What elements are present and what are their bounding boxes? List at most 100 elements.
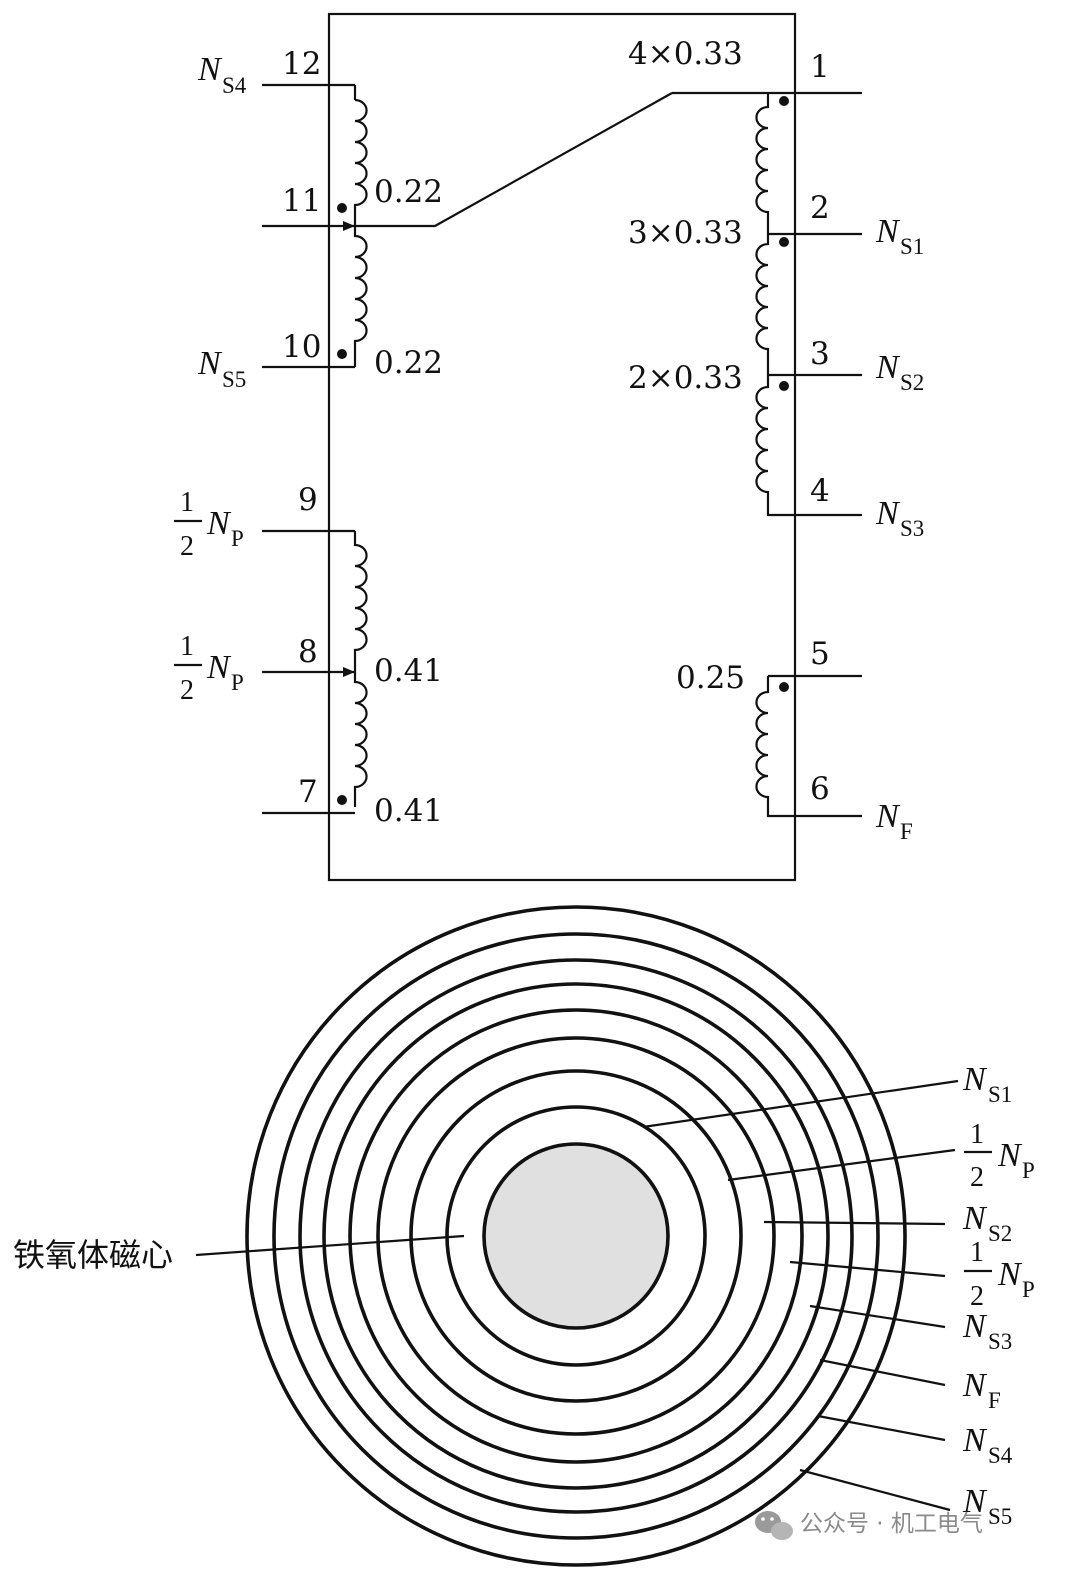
pin-11: 11: [282, 183, 321, 219]
layer-label-ns3: N S3: [962, 1308, 1012, 1354]
polarity-dot: [779, 96, 789, 106]
svg-text:N: N: [962, 1483, 988, 1520]
polarity-dot: [779, 682, 789, 692]
svg-text:N: N: [997, 1256, 1023, 1293]
svg-text:F: F: [900, 819, 913, 844]
winding-ring: [445, 1105, 707, 1367]
svg-text:N: N: [962, 1200, 988, 1237]
left-lower-winding: [262, 529, 368, 815]
svg-text:P: P: [1022, 1277, 1035, 1302]
watermark: 公众号 · 机工电气: [755, 1511, 983, 1540]
svg-text:N: N: [206, 649, 232, 686]
label-ns5: N S5: [197, 345, 246, 392]
layer-label-ns1: N S1: [962, 1061, 1012, 1107]
label-nf: N F: [875, 798, 913, 844]
label-ns4: N S4: [197, 51, 247, 98]
svg-text:S4: S4: [988, 1443, 1013, 1468]
wire-spec: 4×0.33: [628, 36, 743, 72]
watermark-text: 公众号 · 机工电气: [800, 1511, 983, 1537]
ferrite-core-label: 铁氧体磁心: [13, 1236, 173, 1274]
svg-text:S1: S1: [900, 234, 924, 259]
winding-ring: [322, 982, 830, 1490]
svg-text:S5: S5: [988, 1504, 1012, 1529]
pin-9: 9: [298, 482, 318, 518]
winding-ring: [298, 958, 854, 1514]
svg-text:N: N: [962, 1422, 988, 1459]
ferrite-core: [482, 1142, 670, 1330]
layer-label-ns4: N S4: [962, 1422, 1013, 1468]
label-ns1: N S1: [875, 213, 924, 259]
svg-text:2: 2: [180, 531, 194, 562]
label-half-np: 1 2 N P: [174, 631, 244, 706]
svg-text:N: N: [962, 1367, 988, 1404]
svg-text:1: 1: [180, 487, 194, 518]
layer-label-ns5: N S5: [962, 1483, 1012, 1529]
winding-ring: [245, 905, 907, 1567]
svg-text:N: N: [962, 1061, 988, 1098]
wire-spec: 3×0.33: [628, 215, 743, 251]
svg-text:S3: S3: [900, 516, 924, 541]
svg-text:S2: S2: [900, 370, 924, 395]
right-lower-winding: [755, 674, 862, 818]
wechat-icon: [755, 1511, 793, 1540]
winding-ring: [272, 932, 880, 1540]
winding-cross-section: 铁氧体磁心 N S1 1 2 N P N S2 1 2 N P N S3 N: [13, 905, 1035, 1567]
svg-text:S1: S1: [988, 1082, 1012, 1107]
svg-text:S4: S4: [222, 73, 247, 98]
label-ns3: N S3: [875, 495, 924, 541]
wire-spec: 2×0.33: [628, 360, 743, 396]
pin-2: 2: [810, 190, 830, 226]
svg-text:2: 2: [180, 675, 194, 706]
svg-text:F: F: [988, 1388, 1001, 1413]
polarity-dot: [337, 349, 347, 359]
winding-ring: [376, 1036, 776, 1436]
wire-spec: 0.41: [374, 653, 443, 689]
svg-text:2: 2: [970, 1281, 984, 1312]
pin-7: 7: [298, 774, 318, 810]
pin-3: 3: [810, 336, 830, 372]
svg-text:N: N: [875, 495, 901, 532]
pin-8: 8: [298, 634, 318, 670]
svg-text:S5: S5: [222, 367, 246, 392]
layer-label-half-np: 1 2 N P: [964, 1237, 1035, 1312]
svg-text:2: 2: [970, 1162, 984, 1193]
wire-spec: 0.22: [374, 174, 443, 210]
polarity-dot: [337, 795, 347, 805]
svg-text:S2: S2: [988, 1221, 1012, 1246]
right-upper-winding: [672, 91, 862, 517]
pin-1: 1: [810, 49, 830, 85]
pin-10: 10: [282, 329, 321, 365]
svg-text:P: P: [231, 670, 244, 695]
svg-text:1: 1: [180, 631, 194, 662]
svg-text:N: N: [197, 51, 223, 88]
wire-spec: 0.41: [374, 793, 443, 829]
svg-text:N: N: [206, 505, 232, 542]
pin-5: 5: [810, 636, 830, 672]
layer-label-nf: N F: [962, 1367, 1001, 1413]
svg-text:1: 1: [970, 1237, 984, 1268]
winding-ring: [348, 1008, 804, 1464]
wire-spec: 0.25: [676, 660, 745, 696]
svg-text:N: N: [197, 345, 223, 382]
svg-text:P: P: [231, 526, 244, 551]
layer-label-half-np: 1 2 N P: [964, 1119, 1035, 1193]
pin-12: 12: [282, 46, 321, 82]
label-half-np: 1 2 N P: [174, 487, 244, 562]
polarity-dot: [779, 237, 789, 247]
svg-text:N: N: [875, 349, 901, 386]
layer-label-ns2: N S2: [962, 1200, 1012, 1246]
wire-spec: 0.22: [374, 345, 443, 381]
svg-text:N: N: [962, 1308, 988, 1345]
svg-text:N: N: [875, 798, 901, 835]
bobbin-frame: [327, 12, 797, 882]
svg-text:N: N: [997, 1137, 1023, 1174]
label-ns2: N S2: [875, 349, 924, 395]
svg-text:P: P: [1022, 1158, 1035, 1183]
svg-text:N: N: [875, 213, 901, 250]
left-upper-winding: [262, 83, 673, 369]
winding-ring: [409, 1069, 743, 1403]
polarity-dot: [779, 381, 789, 391]
svg-text:S3: S3: [988, 1329, 1012, 1354]
svg-text:1: 1: [970, 1119, 984, 1150]
